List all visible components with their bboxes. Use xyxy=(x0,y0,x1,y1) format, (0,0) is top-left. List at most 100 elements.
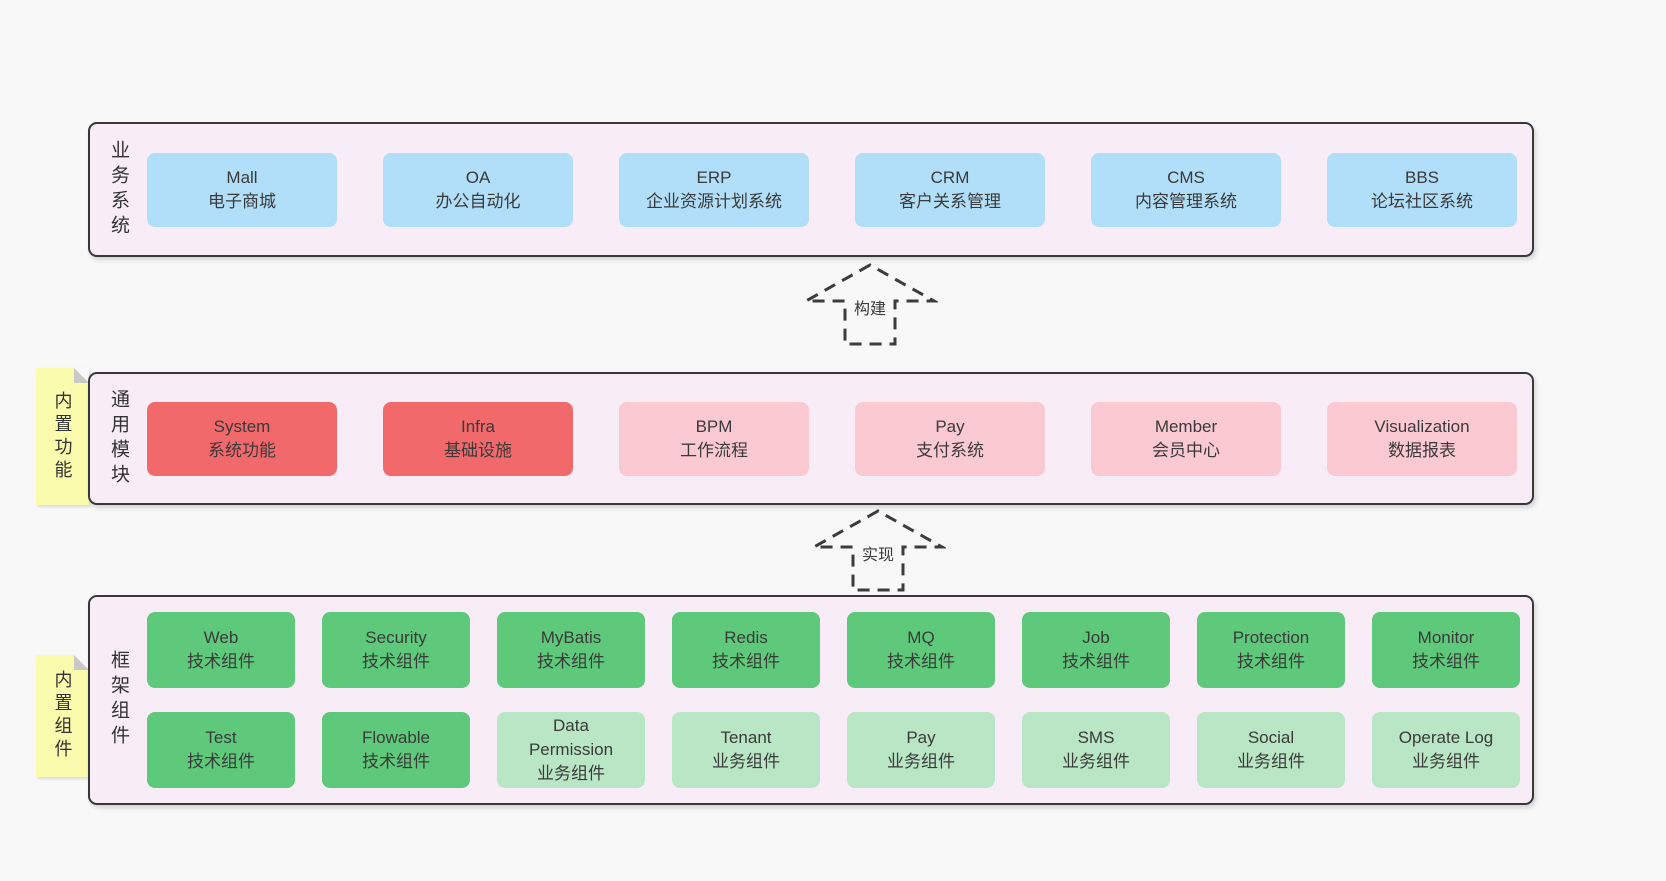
box-operate-log: Operate Log 业务组件 xyxy=(1372,712,1520,788)
box-mq: MQ 技术组件 xyxy=(847,612,995,688)
layer-label-text: 通用模块 xyxy=(108,388,129,489)
box-name: Security xyxy=(365,628,427,647)
layer-label-text: 框架组件 xyxy=(108,650,129,750)
box-bbs: BBS 论坛社区系统 xyxy=(1327,152,1517,227)
dashed-up-arrow-icon xyxy=(810,509,946,592)
layer-label-framework: 框架组件 xyxy=(90,597,147,803)
box-name: SMS xyxy=(1077,728,1115,747)
box-test: Test 技术组件 xyxy=(147,712,295,788)
box-name: Visualization xyxy=(1374,416,1470,436)
implement-arrow: 实现 xyxy=(810,508,946,593)
box-subtitle: 企业资源计划系统 xyxy=(646,191,782,211)
box-subtitle: 技术组件 xyxy=(1237,652,1305,671)
box-pay: Pay 支付系统 xyxy=(855,401,1045,476)
box-name: OA xyxy=(465,167,491,187)
box-member: Member 会员中心 xyxy=(1091,401,1281,476)
box-mall: Mall 电子商城 xyxy=(147,152,337,227)
box-name: Infra xyxy=(460,416,496,436)
business-systems-layer: 业务系统 Mall 电子商城 OA 办公自动化 ERP 企业资源计划系统 CRM… xyxy=(88,122,1534,257)
note-text: 内置组件 xyxy=(52,670,73,762)
box-bpm: BPM 工作流程 xyxy=(619,401,809,476)
box-name: Social xyxy=(1247,728,1295,747)
box-redis: Redis 技术组件 xyxy=(672,612,820,688)
box-name: Job xyxy=(1082,628,1110,647)
box-name: ERP xyxy=(696,167,732,187)
box-social: Social 业务组件 xyxy=(1197,712,1345,788)
box-subtitle: 业务组件 xyxy=(887,752,955,771)
box-name: Mall xyxy=(226,167,258,187)
box-name: Monitor xyxy=(1417,628,1475,647)
implement-arrow-label: 实现 xyxy=(858,541,898,565)
layer-label-common: 通用模块 xyxy=(90,374,147,503)
box-subtitle: 会员中心 xyxy=(1152,440,1220,460)
box-name: MyBatis xyxy=(540,628,602,647)
box-subtitle: 内容管理系统 xyxy=(1135,191,1237,211)
note-text: 内置功能 xyxy=(52,390,73,483)
box-crm: CRM 客户关系管理 xyxy=(855,152,1045,227)
box-flowable: Flowable 技术组件 xyxy=(322,712,470,788)
box-name: Pay xyxy=(935,416,965,436)
box-pay-component: Pay 业务组件 xyxy=(847,712,995,788)
box-subtitle: 系统功能 xyxy=(208,440,276,460)
box-subtitle: 业务组件 xyxy=(1412,752,1480,771)
box-subtitle: 技术组件 xyxy=(187,652,255,671)
box-name: System xyxy=(213,416,271,436)
box-name: Flowable xyxy=(361,728,431,747)
box-subtitle: 工作流程 xyxy=(680,440,748,460)
box-data-permission: Data Permission 业务组件 xyxy=(497,712,645,788)
box-name: CMS xyxy=(1167,167,1205,187)
box-subtitle: 论坛社区系统 xyxy=(1371,191,1473,211)
box-name: Tenant xyxy=(720,728,772,747)
box-protection: Protection 技术组件 xyxy=(1197,612,1345,688)
box-infra: Infra 基础设施 xyxy=(383,401,573,476)
box-subtitle: 技术组件 xyxy=(362,752,430,771)
build-arrow-label: 构建 xyxy=(850,295,890,319)
box-name: Test xyxy=(205,728,237,747)
box-visualization: Visualization 数据报表 xyxy=(1327,401,1517,476)
note-built-in-functions: 内置功能 xyxy=(36,368,89,505)
box-name: Member xyxy=(1154,416,1218,436)
box-subtitle: 技术组件 xyxy=(1062,652,1130,671)
box-job: Job 技术组件 xyxy=(1022,612,1170,688)
box-subtitle: 基础设施 xyxy=(444,440,512,460)
box-subtitle: 技术组件 xyxy=(537,652,605,671)
box-security: Security 技术组件 xyxy=(322,612,470,688)
build-arrow: 构建 xyxy=(802,262,938,347)
box-name: Redis xyxy=(724,628,768,647)
dashed-up-arrow-icon xyxy=(802,263,938,346)
box-subtitle: 电子商城 xyxy=(208,191,276,211)
layer-label-text: 业务系统 xyxy=(108,139,129,240)
box-web: Web 技术组件 xyxy=(147,612,295,688)
framework-row-1: Web 技术组件 Security 技术组件 MyBatis 技术组件 Redi… xyxy=(147,612,1520,688)
box-cms: CMS 内容管理系统 xyxy=(1091,152,1281,227)
box-subtitle: 技术组件 xyxy=(187,752,255,771)
framework-row-2: Test 技术组件 Flowable 技术组件 Data Permission … xyxy=(147,712,1520,788)
box-subtitle: 业务组件 xyxy=(1237,752,1305,771)
box-name: Web xyxy=(203,628,239,647)
box-tenant: Tenant 业务组件 xyxy=(672,712,820,788)
box-name: CRM xyxy=(930,167,970,187)
box-oa: OA 办公自动化 xyxy=(383,152,573,227)
box-subtitle: 业务组件 xyxy=(1062,752,1130,771)
box-name: BBS xyxy=(1404,167,1440,187)
box-sms: SMS 业务组件 xyxy=(1022,712,1170,788)
layer-label-business: 业务系统 xyxy=(90,124,147,255)
box-system: System 系统功能 xyxy=(147,401,337,476)
box-subtitle: 客户关系管理 xyxy=(899,191,1001,211)
box-subtitle: 技术组件 xyxy=(1412,652,1480,671)
box-subtitle: 业务组件 xyxy=(712,752,780,771)
box-monitor: Monitor 技术组件 xyxy=(1372,612,1520,688)
box-subtitle: 技术组件 xyxy=(712,652,780,671)
box-subtitle: 技术组件 xyxy=(887,652,955,671)
box-name: Operate Log xyxy=(1398,728,1494,747)
framework-components-layer: 框架组件 Web 技术组件 Security 技术组件 MyBatis 技术组件… xyxy=(88,595,1534,805)
box-name: BPM xyxy=(695,416,733,436)
common-modules-layer: 通用模块 System 系统功能 Infra 基础设施 BPM 工作流程 Pay… xyxy=(88,372,1534,505)
note-built-in-components: 内置组件 xyxy=(36,655,89,777)
box-subtitle: 业务组件 xyxy=(537,764,605,783)
box-subtitle: 支付系统 xyxy=(916,440,984,460)
box-name: Data Permission xyxy=(528,716,614,759)
box-mybatis: MyBatis 技术组件 xyxy=(497,612,645,688)
framework-boxes-grid: Web 技术组件 Security 技术组件 MyBatis 技术组件 Redi… xyxy=(147,612,1520,788)
